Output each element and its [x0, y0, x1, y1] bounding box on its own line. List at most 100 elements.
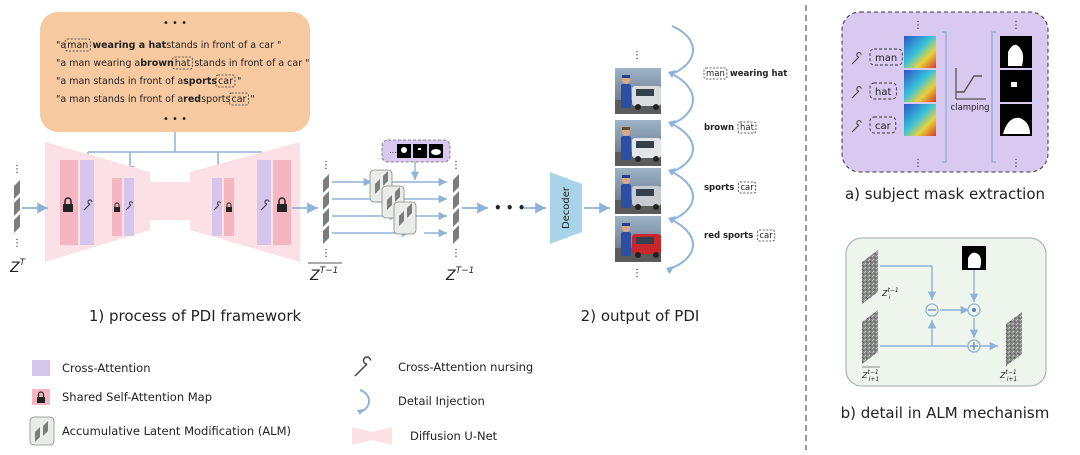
prompt-text: sports — [201, 94, 230, 105]
attention-heatmap — [904, 70, 936, 102]
diffusion-unet — [45, 142, 300, 262]
wrench-icon — [260, 199, 270, 211]
clamping-label: clamping — [950, 103, 989, 113]
lock-icon — [277, 197, 287, 212]
caption-mask: a) subject mask extraction — [845, 185, 1045, 203]
prompt-text: stands in front of a car " — [166, 40, 281, 51]
mask-row: hat — [851, 70, 1032, 102]
output-subject-token: man — [706, 69, 725, 79]
decoder-block: Decoder — [550, 172, 582, 244]
latent-zt: ⋮ ⋮ ZT — [9, 164, 27, 276]
svg-text:⋯: ⋯ — [389, 148, 397, 157]
prompt-line: "a man wearing a hat stands in front of … — [56, 38, 281, 52]
lock-icon — [37, 391, 45, 403]
prompt-lines: "a man wearing a hat stands in front of … — [56, 38, 310, 106]
prompt-subject-token: car — [218, 76, 233, 87]
shared-map-block — [273, 160, 291, 245]
output-subject-token: car — [759, 231, 773, 241]
detail-injection-icon — [359, 389, 370, 413]
prompt-ellipsis-bottom: • • • — [163, 114, 187, 125]
mask-token: man — [875, 53, 897, 64]
prompt-detail-phrase: sports — [183, 76, 217, 87]
prompt-text: "a man stands in front of a — [56, 76, 183, 87]
latent-label-zhat: ZT−1 — [309, 266, 338, 284]
output-label: brown hat — [704, 121, 757, 134]
legend-cross-attention: Cross-Attention — [62, 361, 151, 375]
multiply-op — [971, 308, 976, 313]
svg-text:⋮: ⋮ — [12, 238, 22, 249]
wrench-icon — [213, 201, 222, 211]
lock-icon — [226, 202, 232, 212]
attention-heatmap — [904, 104, 936, 136]
attention-heatmap — [904, 36, 936, 68]
prompt-line: "a man stands in front of a red sports c… — [56, 92, 255, 106]
unet-icon — [352, 427, 372, 445]
prompt-text: "a man wearing a — [56, 58, 140, 69]
svg-text:⋮: ⋮ — [1011, 20, 1021, 31]
output-image — [615, 168, 661, 214]
lock-icon — [63, 197, 73, 212]
svg-text:⋮: ⋮ — [12, 164, 22, 175]
wrench-icon — [851, 52, 862, 65]
prompt-subject-token: man — [67, 40, 88, 51]
wrench-icon — [354, 356, 372, 377]
output-detail-text: wearing hat — [730, 69, 787, 79]
svg-text:⋮: ⋮ — [632, 50, 642, 61]
output-subject-token: car — [740, 183, 754, 193]
output-label: man wearing hat — [703, 67, 787, 80]
cross-attention-block — [257, 160, 271, 245]
caption-output: 2) output of PDI — [581, 307, 700, 325]
prompt-text: " — [237, 76, 241, 87]
prompt-detail-phrase: brown — [140, 58, 174, 69]
alm-chain: ⋯ ⋮ ⋮ ZT−1 — [332, 139, 474, 284]
wrench-icon — [83, 199, 93, 211]
legend-shared-map: Shared Self-Attention Map — [62, 390, 212, 404]
svg-text:⋮: ⋮ — [632, 268, 642, 279]
legend: Cross-Attention Shared Self-Attention Ma… — [29, 356, 533, 446]
svg-text:⋮: ⋮ — [913, 158, 923, 169]
svg-text:⋮: ⋮ — [321, 160, 331, 171]
output-detail-text: brown — [704, 123, 734, 133]
latent-label-zt: ZT — [9, 258, 27, 276]
svg-text:⋮: ⋮ — [451, 160, 461, 171]
caption-alm: b) detail in ALM mechanism — [841, 404, 1050, 422]
wrench-icon — [851, 120, 862, 133]
output-image — [615, 216, 661, 262]
legend-unet: Diffusion U-Net — [410, 429, 498, 443]
prompt-ellipsis-top: • • • — [163, 18, 187, 29]
lock-icon — [114, 202, 120, 212]
legend-swatch-cross-attention — [32, 360, 50, 376]
mask-row: car — [851, 104, 1032, 136]
wrench-icon — [851, 86, 862, 99]
legend-swatch-alm — [29, 416, 55, 446]
prompt-text: "a man stands in front of a — [56, 94, 183, 105]
prompt-detail-phrase: wearing a hat — [92, 40, 166, 51]
legend-detail-injection: Detail Injection — [398, 394, 485, 408]
prompt-box: • • • "a man wearing a hat stands in fro… — [40, 12, 310, 132]
mask-token: hat — [875, 87, 891, 98]
legend-alm: Accumulative Latent Modification (ALM) — [62, 424, 291, 438]
svg-text:⋮: ⋮ — [321, 248, 331, 259]
continuation-dots: • • • — [494, 201, 525, 215]
output-subject-token: hat — [740, 123, 755, 133]
prompt-text: "a — [56, 40, 66, 51]
shared-map-block — [60, 160, 78, 245]
decoder-label: Decoder — [561, 186, 572, 229]
latent-label-zt1: ZT−1 — [445, 266, 474, 284]
latent-zhat: ⋮ ⋮ ZT−1 — [308, 160, 342, 284]
wrench-icon — [125, 201, 134, 211]
prompt-subject-token: hat — [175, 58, 191, 69]
svg-text:⋮: ⋮ — [913, 20, 923, 31]
legend-nursing: Cross-Attention nursing — [398, 360, 533, 374]
mask-row: man — [851, 36, 1032, 68]
